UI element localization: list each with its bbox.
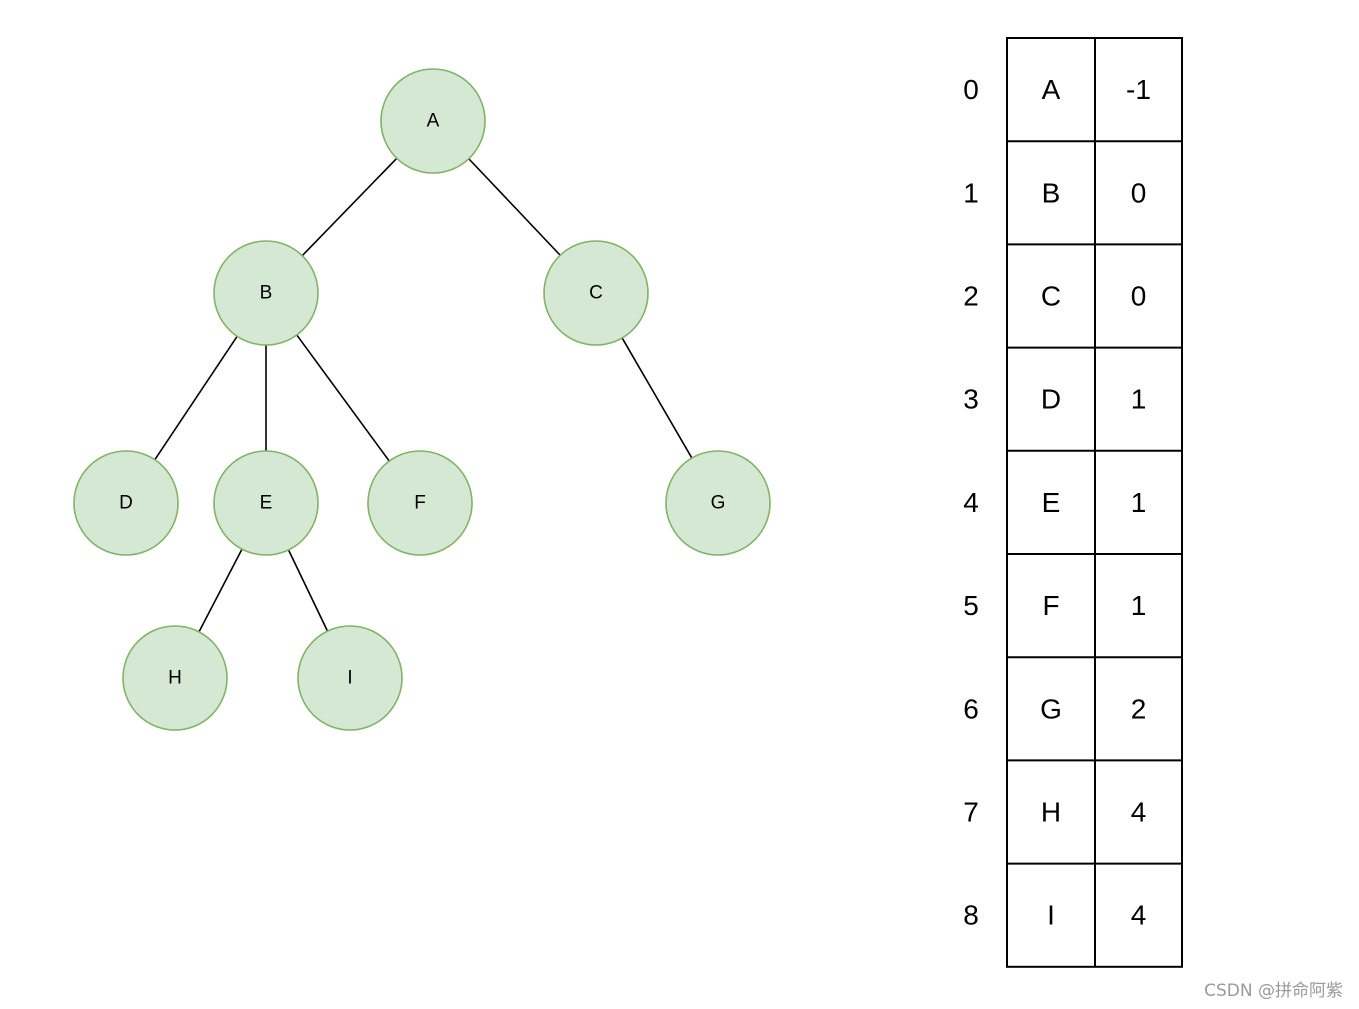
row-index: 2 xyxy=(963,281,979,312)
data-cell: D xyxy=(1041,384,1061,415)
tree-edges xyxy=(154,157,693,633)
data-cell: C xyxy=(1041,281,1061,312)
node-label: H xyxy=(168,668,182,689)
data-cell: E xyxy=(1042,487,1061,518)
tree-node-a: A xyxy=(380,68,486,174)
table-row: 4 E 1 xyxy=(963,487,1146,518)
tree-nodes: A B C D E F G H I xyxy=(73,68,771,731)
parent-cell: -1 xyxy=(1126,74,1151,105)
data-cell: I xyxy=(1047,900,1055,931)
table-row: 0 A -1 xyxy=(963,74,1151,105)
table-row: 3 D 1 xyxy=(963,384,1146,415)
parent-cell: 1 xyxy=(1131,384,1147,415)
node-circle xyxy=(73,450,179,556)
node-circle xyxy=(213,240,319,346)
tree-node-h: H xyxy=(122,625,228,731)
node-circle xyxy=(380,68,486,174)
parent-cell: 1 xyxy=(1131,590,1147,621)
data-cell: B xyxy=(1042,177,1061,208)
parent-array-table: 0 A -1 1 B 0 2 C 0 3 D 1 4 E 1 5 F 1 6 G 2 7 H 4 8 I 4 xyxy=(963,37,1183,968)
edge-b-d xyxy=(154,335,238,461)
parent-cell: 0 xyxy=(1131,177,1147,208)
row-index: 5 xyxy=(963,590,979,621)
parent-cell: 0 xyxy=(1131,281,1147,312)
tree-node-d: D xyxy=(73,450,179,556)
parent-cell: 2 xyxy=(1131,693,1147,724)
data-cell: H xyxy=(1041,797,1061,828)
tree-node-g: G xyxy=(665,450,771,556)
row-index: 0 xyxy=(963,74,979,105)
edge-e-i xyxy=(287,549,329,632)
watermark-text: CSDN @拼命阿紫 xyxy=(1204,981,1343,1001)
parent-cell: 1 xyxy=(1131,487,1147,518)
row-index: 8 xyxy=(963,900,979,931)
parent-cell: 4 xyxy=(1131,797,1147,828)
node-circle xyxy=(297,625,403,731)
row-index: 4 xyxy=(963,487,979,518)
tree-node-e: E xyxy=(213,450,319,556)
edge-a-c xyxy=(468,158,561,256)
node-circle xyxy=(213,450,319,556)
data-cell: G xyxy=(1040,693,1062,724)
table-row: 6 G 2 xyxy=(963,693,1146,724)
row-index: 1 xyxy=(963,177,979,208)
table-row: 2 C 0 xyxy=(963,281,1146,312)
edge-a-b xyxy=(301,157,398,257)
table-row: 1 B 0 xyxy=(963,177,1146,208)
edge-c-g xyxy=(621,337,693,459)
table-row: 5 F 1 xyxy=(963,590,1146,621)
tree-node-f: F xyxy=(367,450,473,556)
row-index: 6 xyxy=(963,693,979,724)
node-label: E xyxy=(260,493,273,514)
tree-node-b: B xyxy=(213,240,319,346)
node-label: I xyxy=(347,668,352,689)
row-index: 7 xyxy=(963,797,979,828)
node-label: B xyxy=(260,283,273,304)
node-label: G xyxy=(711,493,726,514)
parent-cell: 4 xyxy=(1131,900,1147,931)
node-label: D xyxy=(119,493,133,514)
node-circle xyxy=(665,450,771,556)
edge-e-h xyxy=(198,548,243,633)
edge-b-f xyxy=(296,334,390,462)
data-cell: A xyxy=(1042,74,1061,105)
table-row: 8 I 4 xyxy=(963,900,1146,931)
node-circle xyxy=(543,240,649,346)
node-label: F xyxy=(414,493,426,514)
row-index: 3 xyxy=(963,384,979,415)
node-circle xyxy=(367,450,473,556)
tree-node-c: C xyxy=(543,240,649,346)
tree-node-i: I xyxy=(297,625,403,731)
node-label: C xyxy=(589,283,603,304)
data-cell: F xyxy=(1042,590,1059,621)
node-label: A xyxy=(427,111,440,132)
table-row: 7 H 4 xyxy=(963,797,1146,828)
node-circle xyxy=(122,625,228,731)
